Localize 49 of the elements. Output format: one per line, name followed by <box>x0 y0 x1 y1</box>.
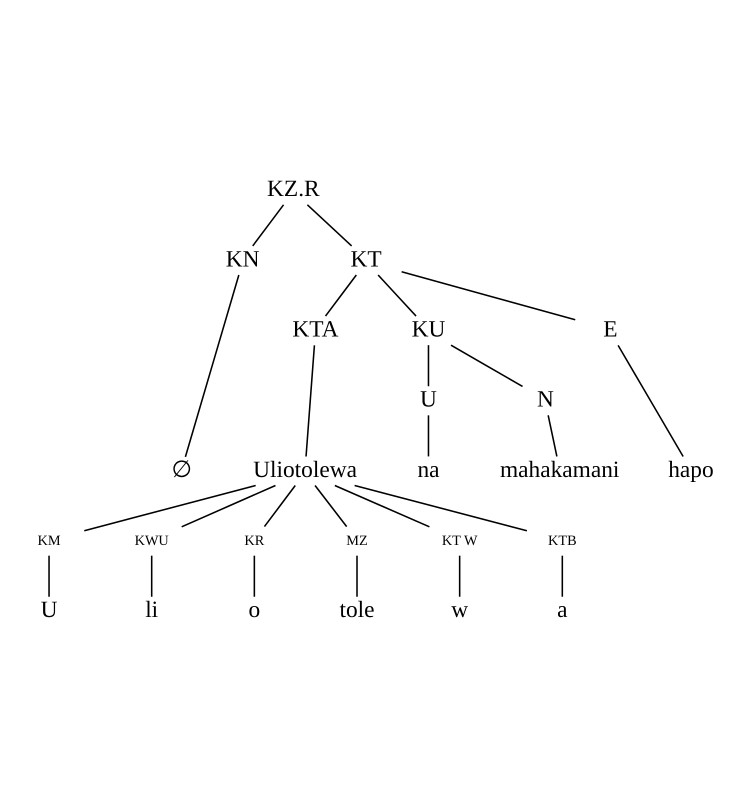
node-text: mahakamani <box>500 456 620 482</box>
node-text: KT <box>350 246 382 272</box>
node-text: hapo <box>668 456 714 482</box>
connector <box>428 414 430 456</box>
connector <box>334 484 430 528</box>
connector <box>401 270 576 320</box>
node-text: o <box>248 596 260 623</box>
node-text: tole <box>339 596 375 623</box>
node-text: a <box>557 596 568 623</box>
node-text: MZ <box>346 532 368 548</box>
connector <box>305 344 316 456</box>
connector <box>184 274 240 457</box>
connector <box>547 414 558 456</box>
connector <box>252 204 284 246</box>
node-text: KU <box>412 316 446 342</box>
connector <box>254 555 256 596</box>
connector <box>314 484 348 527</box>
node-text: ∅ <box>172 456 192 482</box>
connector <box>306 204 352 246</box>
node-text: KT W <box>442 532 478 548</box>
node-text: li <box>145 596 158 623</box>
node-text: E <box>603 316 618 342</box>
connector <box>181 484 276 528</box>
connector <box>617 344 684 456</box>
node-text: KWU <box>134 532 169 548</box>
connector <box>562 555 564 596</box>
node-text: KTA <box>292 316 339 342</box>
node-text: KZ.R <box>267 176 320 202</box>
node-text: U <box>420 386 437 412</box>
connector <box>264 484 296 527</box>
connector <box>356 555 358 596</box>
connector <box>458 555 460 596</box>
connector <box>354 484 528 531</box>
node-text: KR <box>244 532 264 548</box>
connector <box>378 274 417 316</box>
connector <box>48 555 50 596</box>
connector <box>150 555 152 596</box>
node-text: KN <box>226 246 260 272</box>
node-text: na <box>417 456 440 482</box>
node-text: Uliotolewa <box>253 456 357 482</box>
node-text: N <box>536 386 554 412</box>
connector <box>84 484 256 531</box>
node-text: KM <box>38 532 61 548</box>
connector <box>428 344 430 386</box>
connector <box>324 274 357 316</box>
node-text: KTB <box>548 532 577 548</box>
connector <box>450 344 523 387</box>
node-text: w <box>451 596 468 623</box>
node-text: U <box>40 596 58 623</box>
